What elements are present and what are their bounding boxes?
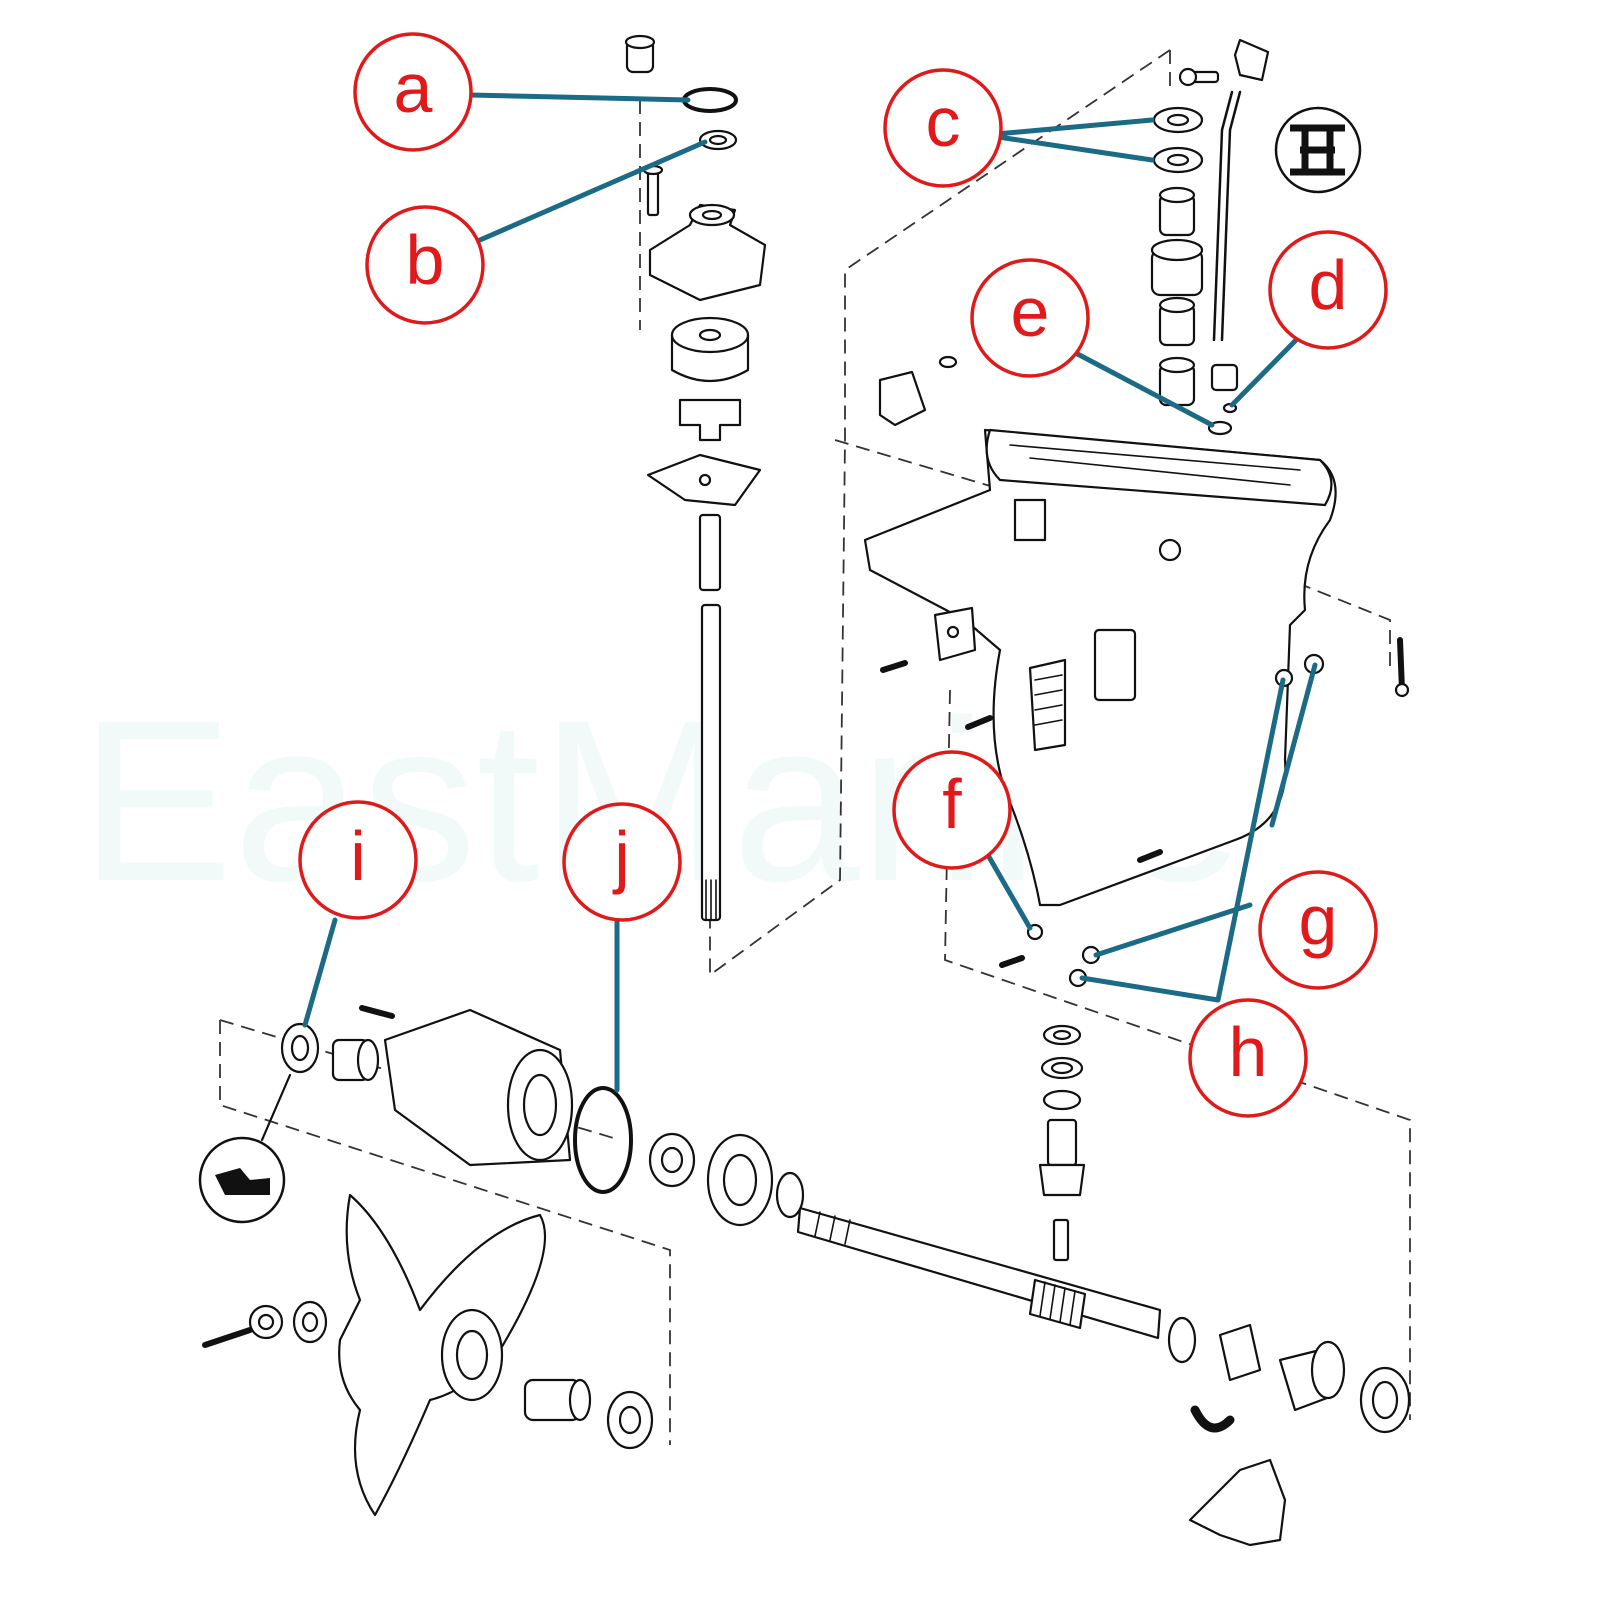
screw: [646, 168, 660, 217]
pinion-assembly: [1038, 1024, 1086, 1262]
housing-window: [1013, 498, 1047, 542]
impeller: [678, 398, 742, 442]
spacer-ring: [1167, 1316, 1197, 1364]
callout-b-label: b: [406, 221, 445, 299]
callout-c-label: c: [926, 83, 961, 161]
water-pump-assembly: [624, 34, 767, 922]
leader-b: [477, 139, 708, 243]
callout-g: g: [1258, 870, 1378, 990]
shift-bracket: [1233, 38, 1270, 82]
callout-d-label: d: [1309, 246, 1348, 324]
drive-shaft-upper: [698, 513, 722, 592]
o-ring-a: [682, 87, 738, 113]
leader-lines: [302, 92, 1318, 1093]
leader-d: [1229, 335, 1301, 408]
bearing-carrier-assembly: [198, 1005, 633, 1224]
callout-j-label: j: [612, 817, 630, 895]
rod-bushing: [1210, 363, 1239, 392]
gear-spacer: [775, 1171, 805, 1219]
leader-h: [1079, 677, 1286, 1003]
propeller-shaft-assembly: [648, 1132, 1411, 1547]
callout-g-label: g: [1299, 881, 1338, 959]
callout-c: c: [883, 68, 1003, 188]
housing-slot: [1093, 628, 1137, 702]
propeller-shaft: [796, 1206, 1162, 1340]
leader-g: [1093, 662, 1318, 958]
o-ring-j: [573, 1086, 633, 1194]
callout-b: b: [365, 205, 485, 325]
callout-d: d: [1268, 230, 1388, 350]
callout-h-label: h: [1229, 1013, 1268, 1091]
leader-a: [467, 92, 691, 103]
spring: [1052, 1218, 1070, 1262]
anode: [878, 370, 927, 427]
clutch-dog: [1218, 1323, 1262, 1382]
leader-f: [982, 847, 1033, 931]
callout-a: a: [353, 32, 473, 152]
callout-f: f: [892, 750, 1012, 870]
callout-a-label: a: [394, 49, 433, 127]
callout-e-label: e: [1011, 273, 1050, 351]
propeller-assembly: [202, 1193, 654, 1517]
pinion-gear: [1046, 1118, 1078, 1167]
leader-c: [982, 117, 1155, 163]
gear-housing: [863, 428, 1410, 988]
shift-rod-assembly: [878, 38, 1362, 436]
leader-i: [302, 917, 338, 1028]
callout-i: i: [298, 800, 418, 920]
sealant-symbol-icon: [198, 1136, 286, 1224]
grease-symbol-icon: [1274, 106, 1362, 194]
drive-shaft: [700, 603, 722, 922]
callout-j: j: [562, 802, 682, 922]
water-intake-grille: [1028, 658, 1067, 752]
callout-e: e: [970, 258, 1090, 378]
shift-cradle: [1188, 1458, 1287, 1547]
callout-f-label: f: [942, 765, 962, 843]
callout-i-label: i: [350, 817, 366, 895]
leader-e: [1067, 347, 1215, 428]
callout-h: h: [1188, 998, 1308, 1118]
